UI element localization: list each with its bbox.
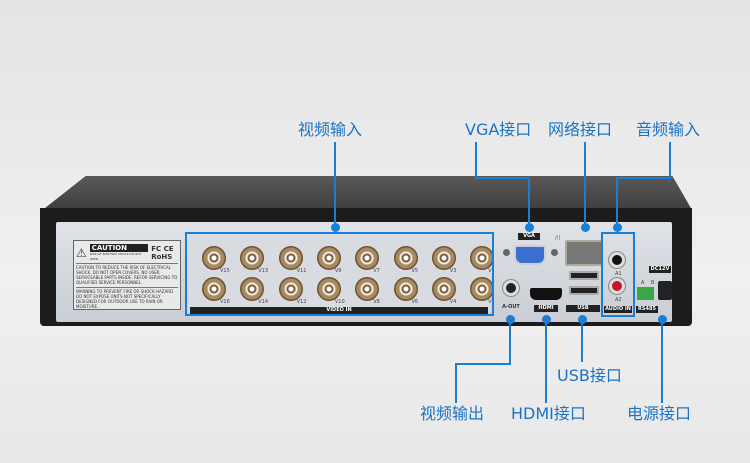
caution-text: CAUTION TO REDUCE THE RISK OF ELECTRICAL… (76, 263, 178, 285)
bnc-video-input-v5[interactable] (393, 246, 418, 270)
channel-label: V7 (373, 268, 380, 274)
usb-port[interactable] (569, 271, 599, 280)
aout-label: A-OUT (502, 304, 520, 310)
vga-port[interactable] (514, 245, 546, 265)
channel-label: V16 (220, 299, 230, 305)
hdmi-port[interactable] (530, 288, 562, 300)
warning-triangle-icon: ⚠ (76, 245, 87, 260)
leader-dot (581, 223, 590, 232)
channel-label: V13 (258, 268, 269, 274)
caution-title: CAUTION (89, 244, 149, 252)
channel-label: V3 (449, 268, 457, 274)
bnc-video-input-v13[interactable] (240, 246, 265, 270)
power-jack[interactable] (658, 281, 672, 300)
bnc-video-input-v10[interactable] (316, 277, 341, 301)
bnc-video-input-v2[interactable] (470, 277, 495, 301)
bnc-video-input-v6[interactable] (393, 277, 418, 301)
leader-dot (331, 223, 340, 232)
video-in-highlight (185, 232, 494, 316)
cert-marks: FC CE RoHS (151, 245, 174, 261)
bnc-video-input-v3[interactable] (431, 246, 456, 270)
callout-network: 网络接口 (548, 120, 613, 139)
leader-line (584, 142, 586, 228)
callout-hdmi: HDMI接口 (511, 404, 586, 423)
channel-label: V6 (411, 299, 419, 305)
caution-sub: RISK OF ELECTRIC SHOCK DO NOT OPEN (89, 252, 142, 261)
warning-text: WARNING TO PREVENT FIRE OR SHOCK HAZARD … (76, 287, 178, 309)
channel-label: V11 (296, 268, 307, 274)
callout-power: 电源接口 (627, 404, 692, 423)
a1-label: A1 (615, 271, 622, 277)
bnc-video-input-v12[interactable] (278, 277, 303, 301)
channel-label: V2 (488, 299, 495, 305)
audio-out-port[interactable] (503, 280, 519, 296)
dc12v-label: DC12V (649, 266, 671, 273)
video-in-label: VIDEO IN (190, 307, 488, 314)
audio-in-1-port[interactable] (609, 252, 625, 268)
channel-label: V10 (334, 299, 345, 305)
screw-icon (551, 249, 558, 256)
rs485-label: RS485 (636, 306, 658, 313)
hdmi-label: HDMI (534, 305, 558, 312)
channel-label: V15 (220, 268, 230, 274)
audio-in-highlight (601, 232, 635, 317)
audio-in-2-port[interactable] (609, 278, 625, 294)
usb-label: USB (566, 305, 600, 312)
leader-line (669, 142, 671, 179)
callout-video-out: 视频输出 (420, 404, 485, 423)
channel-label: V4 (449, 299, 457, 305)
bnc-video-input-v7[interactable] (355, 246, 380, 270)
bnc-video-input-v1[interactable] (470, 246, 495, 270)
bnc-video-input-v4[interactable] (431, 277, 456, 301)
bnc-video-input-v16[interactable] (202, 277, 226, 301)
channel-label: V5 (411, 268, 419, 274)
bnc-video-input-v11[interactable] (278, 246, 303, 270)
callout-usb: USB接口 (557, 366, 622, 385)
network-icon: ⛙ (555, 233, 561, 242)
a2-label: A2 (615, 297, 622, 303)
leader-dot (525, 223, 534, 232)
usb-port[interactable] (569, 286, 599, 295)
leader-line (581, 319, 583, 362)
bnc-video-input-v14[interactable] (240, 277, 265, 301)
rs485-a-label: A (641, 280, 645, 286)
leader-line (545, 319, 547, 403)
caution-label: ⚠ CAUTION RISK OF ELECTRIC SHOCK DO NOT … (73, 240, 181, 310)
vga-label: VGA (518, 233, 540, 240)
screw-icon (503, 249, 510, 256)
bnc-video-input-v8[interactable] (355, 277, 380, 301)
leader-line (616, 177, 671, 179)
leader-line (661, 319, 663, 403)
channel-label: V1 (488, 268, 495, 274)
leader-dot (613, 223, 622, 232)
channel-label: V12 (296, 299, 307, 305)
callout-vga: VGA接口 (465, 120, 532, 139)
leader-line (455, 363, 457, 403)
leader-line (475, 142, 477, 179)
ethernet-port[interactable] (565, 240, 603, 266)
leader-line (334, 142, 336, 228)
bnc-video-input-v15[interactable] (202, 246, 226, 270)
leader-line (509, 319, 511, 365)
channel-label: V9 (334, 268, 342, 274)
leader-line (616, 177, 618, 227)
leader-line (475, 177, 530, 179)
leader-line (455, 363, 511, 365)
callout-video-in: 视频输入 (298, 120, 363, 139)
rs485-terminal[interactable] (637, 287, 654, 300)
leader-line (528, 177, 530, 227)
channel-label: V8 (373, 299, 380, 305)
bnc-video-input-v9[interactable] (316, 246, 341, 270)
rs485-b-label: B (651, 280, 655, 286)
callout-audio-in: 音频输入 (636, 120, 701, 139)
audio-in-label: AUDIO IN (604, 306, 632, 313)
channel-label: V14 (258, 299, 269, 305)
